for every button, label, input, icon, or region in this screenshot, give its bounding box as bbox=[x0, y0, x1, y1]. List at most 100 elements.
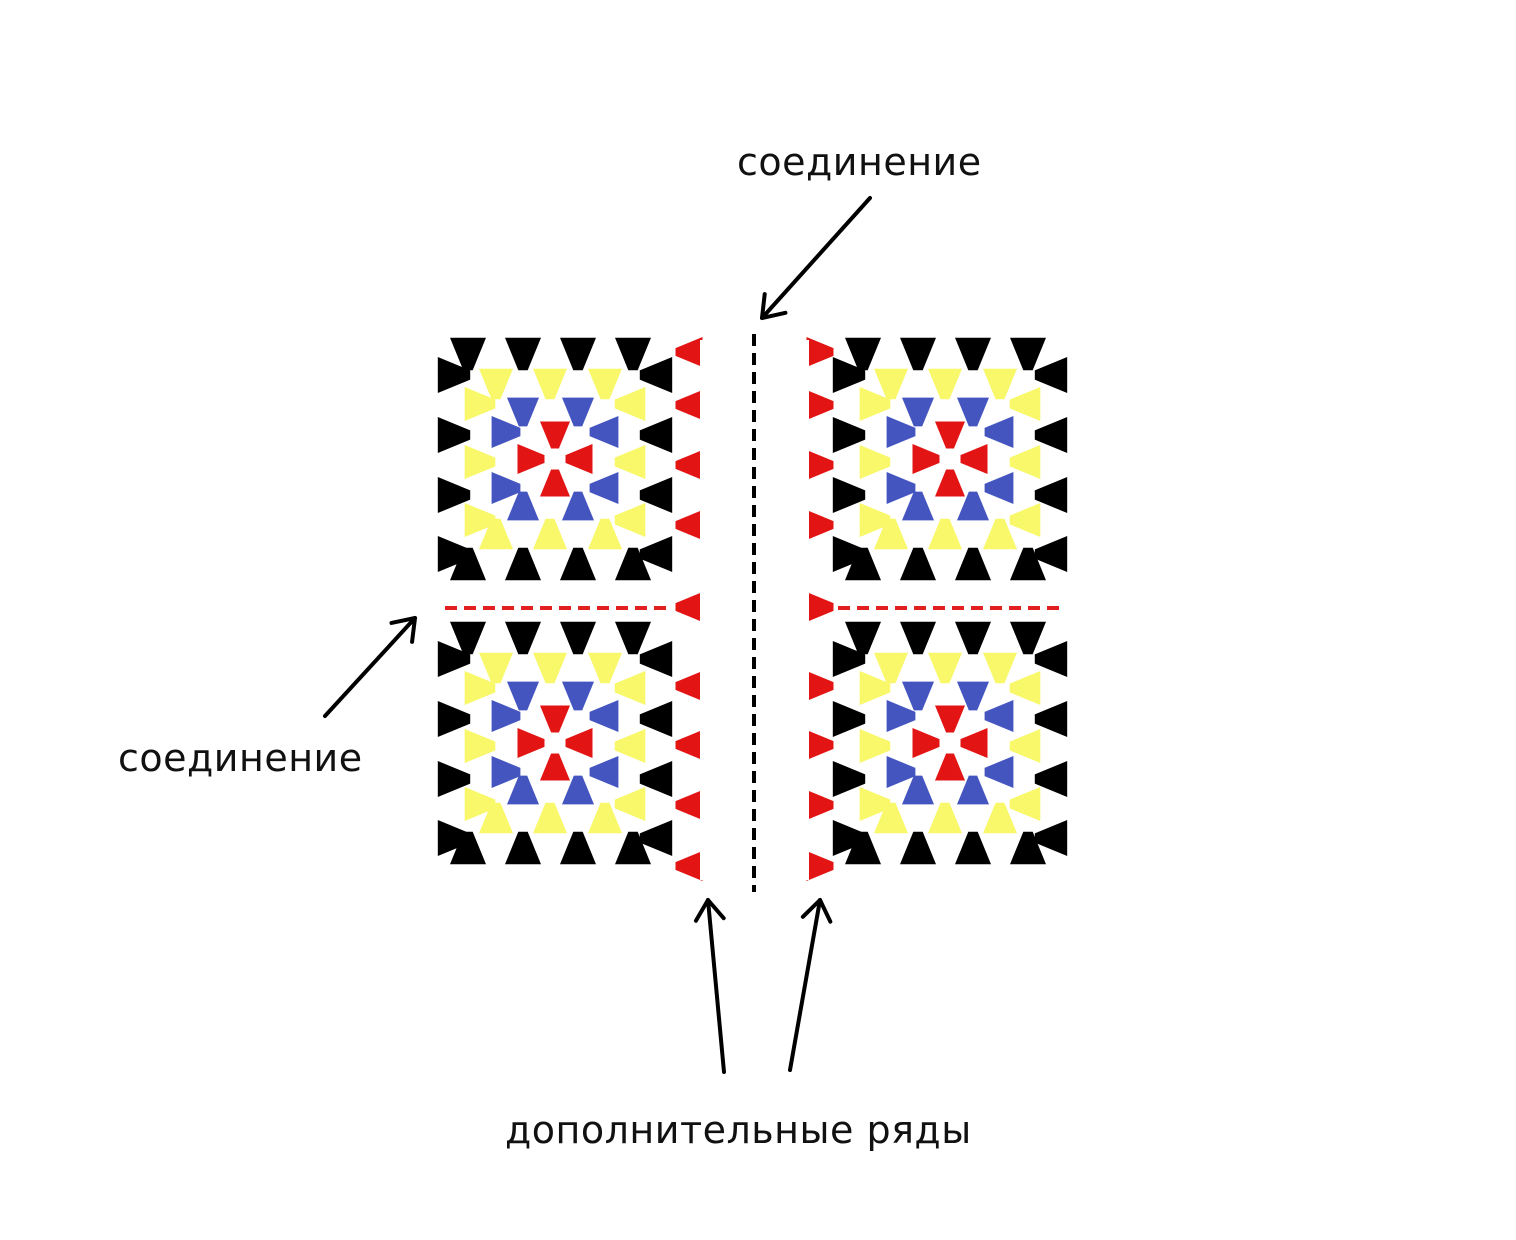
triangle-down bbox=[1010, 337, 1046, 371]
triangle-up bbox=[928, 518, 962, 550]
triangle-down bbox=[928, 368, 962, 400]
triangle-up bbox=[845, 547, 881, 581]
triangle-up bbox=[1010, 547, 1046, 581]
triangle-down bbox=[615, 621, 651, 655]
triangle-down bbox=[615, 337, 651, 371]
triangle-up bbox=[450, 831, 486, 865]
triangle-down bbox=[450, 621, 486, 655]
triangle-down bbox=[560, 621, 596, 655]
triangle-down bbox=[560, 337, 596, 371]
triangle-down bbox=[505, 621, 541, 655]
triangle-left bbox=[639, 536, 673, 572]
triangle-left bbox=[639, 477, 673, 513]
triangle-up bbox=[562, 491, 594, 521]
triangle-left bbox=[565, 444, 593, 474]
triangle-left bbox=[614, 787, 646, 821]
triangle-down bbox=[507, 681, 539, 711]
triangle-up bbox=[540, 469, 570, 497]
triangle-up bbox=[928, 802, 962, 834]
triangle-right bbox=[437, 761, 471, 797]
triangle-up bbox=[540, 753, 570, 781]
triangle-left bbox=[639, 820, 673, 856]
triangle-right bbox=[912, 444, 940, 474]
triangle-left bbox=[675, 510, 703, 540]
triangle-right bbox=[464, 787, 496, 821]
triangle-left bbox=[639, 357, 673, 393]
triangle-left bbox=[589, 756, 619, 788]
triangle-up bbox=[450, 547, 486, 581]
triangle-left bbox=[675, 671, 703, 701]
triangle-down bbox=[955, 621, 991, 655]
triangle-up bbox=[533, 802, 567, 834]
triangle-up bbox=[902, 491, 934, 521]
triangle-up bbox=[983, 802, 1017, 834]
triangle-right bbox=[832, 417, 866, 453]
extra-row-edge-right bbox=[806, 340, 809, 880]
triangle-left bbox=[614, 671, 646, 705]
triangle-left bbox=[614, 503, 646, 537]
triangle-right bbox=[464, 503, 496, 537]
triangle-left bbox=[675, 450, 703, 480]
triangle-right bbox=[832, 820, 866, 856]
extra-rows bbox=[675, 337, 834, 881]
triangle-left bbox=[639, 761, 673, 797]
triangle-left bbox=[589, 416, 619, 448]
triangle-right bbox=[806, 671, 834, 701]
triangle-down bbox=[540, 421, 570, 449]
triangle-left bbox=[675, 592, 703, 622]
triangle-right bbox=[464, 387, 496, 421]
motif-square bbox=[437, 337, 673, 581]
triangle-right bbox=[859, 787, 891, 821]
triangle-down bbox=[533, 368, 567, 400]
triangle-up bbox=[479, 802, 513, 834]
motif-squares bbox=[437, 337, 1068, 865]
triangle-left bbox=[984, 756, 1014, 788]
triangle-down bbox=[935, 421, 965, 449]
triangle-up bbox=[560, 547, 596, 581]
triangle-left bbox=[675, 730, 703, 760]
triangle-up bbox=[900, 831, 936, 865]
triangle-right bbox=[912, 728, 940, 758]
triangle-up bbox=[615, 831, 651, 865]
label-join-top: соединение bbox=[737, 140, 982, 184]
triangle-left bbox=[1009, 787, 1041, 821]
triangle-down bbox=[845, 337, 881, 371]
motif-square bbox=[437, 621, 673, 865]
arrows bbox=[323, 196, 872, 1074]
triangle-right bbox=[806, 790, 834, 820]
triangle-left bbox=[675, 390, 703, 420]
triangle-left bbox=[675, 790, 703, 820]
triangle-right bbox=[517, 444, 545, 474]
triangle-up bbox=[845, 831, 881, 865]
triangle-left bbox=[589, 472, 619, 504]
triangle-down bbox=[588, 652, 622, 684]
triangle-right bbox=[806, 510, 834, 540]
triangle-left bbox=[1034, 357, 1068, 393]
triangle-left bbox=[614, 729, 646, 763]
triangle-down bbox=[533, 652, 567, 684]
triangle-left bbox=[984, 472, 1014, 504]
triangle-right bbox=[491, 756, 521, 788]
triangle-down bbox=[450, 337, 486, 371]
triangle-right bbox=[859, 445, 891, 479]
triangle-up bbox=[900, 547, 936, 581]
triangle-right bbox=[886, 416, 916, 448]
triangle-left bbox=[1034, 477, 1068, 513]
motif-square bbox=[832, 621, 1068, 865]
triangle-up bbox=[935, 469, 965, 497]
triangle-up bbox=[560, 831, 596, 865]
triangle-down bbox=[505, 337, 541, 371]
motif-square bbox=[832, 337, 1068, 581]
triangle-right bbox=[491, 700, 521, 732]
triangle-right bbox=[832, 357, 866, 393]
triangle-up bbox=[957, 491, 989, 521]
label-join-left: соединение bbox=[118, 736, 363, 780]
triangle-up bbox=[874, 518, 908, 550]
triangle-down bbox=[874, 652, 908, 684]
arrow-icon-extra-right-shaft bbox=[788, 898, 822, 1072]
triangle-down bbox=[957, 397, 989, 427]
triangle-right bbox=[437, 701, 471, 737]
triangle-up bbox=[1010, 831, 1046, 865]
triangle-right bbox=[859, 387, 891, 421]
triangle-down bbox=[540, 705, 570, 733]
